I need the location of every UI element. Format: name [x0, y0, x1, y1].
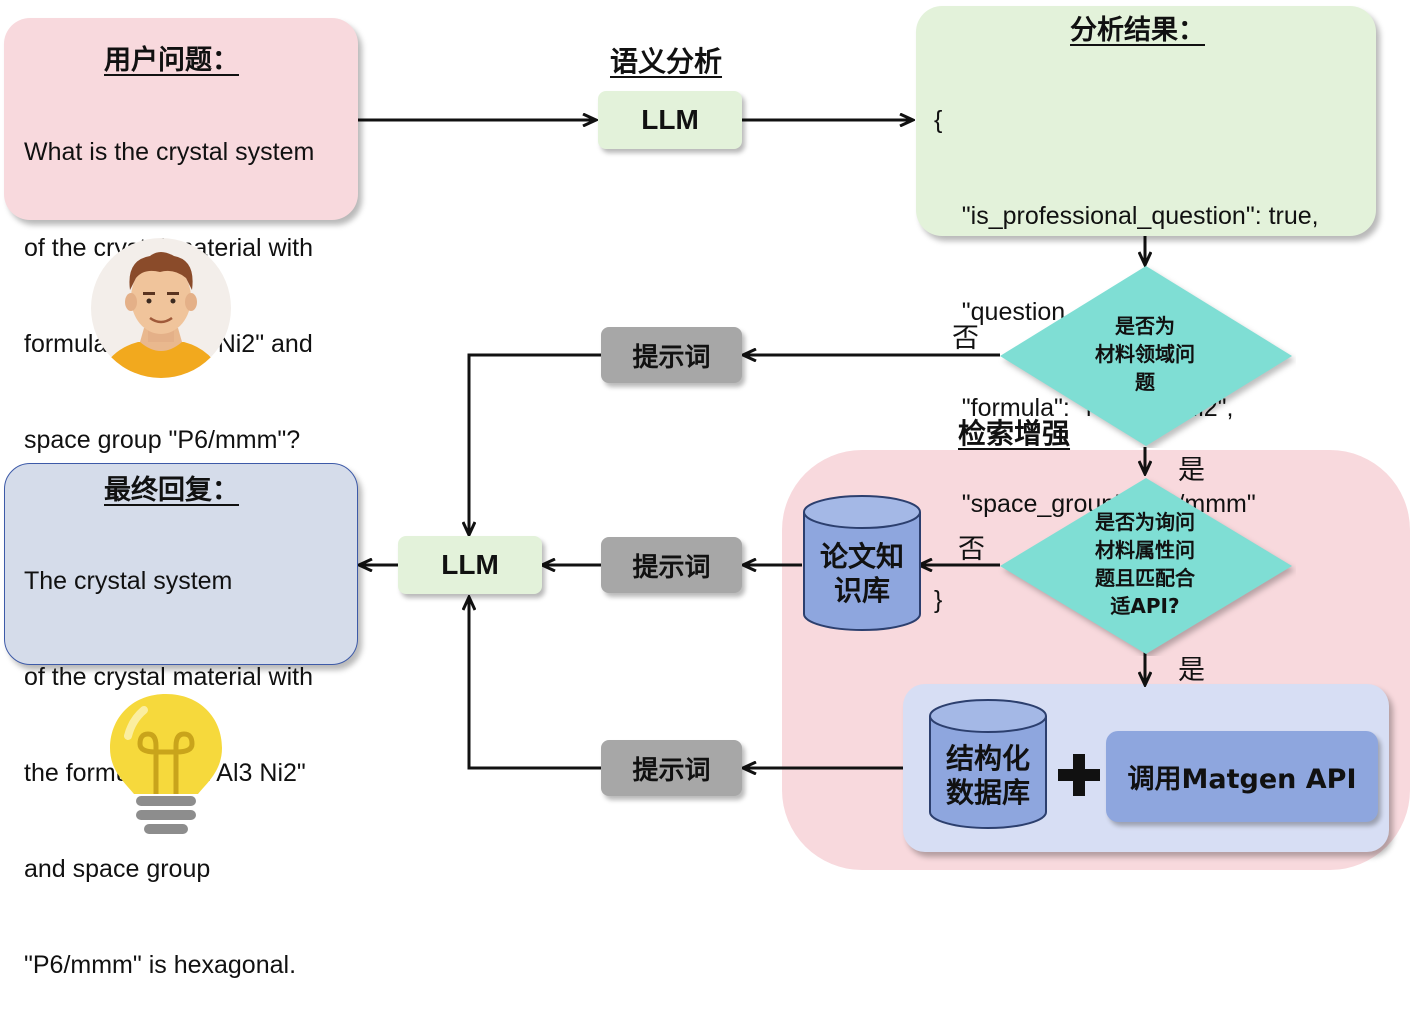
decision2-line: 材料属性问	[1095, 538, 1195, 562]
retrieval-augmentation-title: 检索增强	[958, 417, 1071, 450]
analysis-result-title: 分析结果：	[1070, 15, 1205, 46]
decision1-diamond	[1000, 266, 1292, 446]
json-line: {	[934, 106, 943, 134]
paper-kb-line: 识库	[833, 574, 890, 607]
decision1-line: 题	[1135, 370, 1155, 394]
user-question-line: space group "P6/mmm"?	[24, 426, 301, 454]
matgen-api-box: 调用Matgen API	[1106, 731, 1378, 822]
llm-semantic-box: LLM	[598, 91, 742, 149]
decision2-line: 适API?	[1110, 594, 1180, 618]
lightbulb-icon	[110, 694, 222, 834]
person-avatar-icon	[91, 238, 231, 378]
user-question-line: What is the crystal system	[24, 138, 315, 166]
plus-icon	[1058, 754, 1100, 796]
analysis-result-box	[916, 6, 1376, 236]
decision2-line: 是否为询问	[1095, 510, 1195, 534]
arrow-prompt-bottom-to-llm	[469, 598, 601, 770]
json-line: }	[934, 586, 943, 614]
decision1-line: 材料领域问	[1095, 342, 1195, 366]
final-answer-box	[4, 463, 358, 665]
final-answer-line: The crystal system	[24, 567, 233, 595]
prompt-chip-middle: 提示词	[601, 537, 742, 593]
structured-database-label: 结构化 数据库	[930, 742, 1046, 810]
final-answer-title: 最终回复：	[104, 475, 239, 506]
decision2-text: 是否为询问 材料属性问 题且匹配合 适API?	[1070, 508, 1220, 620]
decision1-yes-label: 是	[1178, 455, 1205, 486]
semantic-analysis-title: 语义分析	[610, 45, 723, 78]
final-answer-line: of the crystal material with	[24, 663, 313, 691]
final-answer-line: "P6/mmm" is hexagonal.	[24, 951, 297, 979]
decision2-yes-label: 是	[1178, 655, 1205, 686]
decision1-text: 是否为 材料领域问 题	[1070, 312, 1220, 396]
arrow-prompt-top-to-llm	[469, 353, 601, 534]
decision2-no-label: 否	[958, 534, 985, 565]
prompt-chip-top: 提示词	[601, 327, 742, 383]
structured-database-cylinder	[929, 699, 1047, 829]
flow-arrows	[0, 0, 1416, 887]
final-answer-line: and space group	[24, 855, 211, 883]
user-question-title: 用户问题：	[104, 45, 239, 76]
decision1-line: 是否为	[1115, 314, 1175, 338]
json-line: "is_professional_question": true,	[934, 202, 1319, 230]
decision2-line: 题且匹配合	[1095, 566, 1195, 590]
decision1-no-label: 否	[952, 323, 979, 354]
user-question-box	[4, 18, 358, 220]
paper-knowledge-base-cylinder	[803, 495, 921, 631]
struct-db-line: 数据库	[945, 776, 1030, 809]
paper-kb-line: 论文知	[819, 540, 904, 573]
decision2-diamond	[1000, 478, 1292, 654]
prompt-chip-bottom: 提示词	[601, 740, 742, 796]
struct-db-line: 结构化	[945, 742, 1030, 775]
llm-final-box: LLM	[398, 536, 542, 594]
paper-knowledge-base-label: 论文知 识库	[804, 540, 920, 608]
